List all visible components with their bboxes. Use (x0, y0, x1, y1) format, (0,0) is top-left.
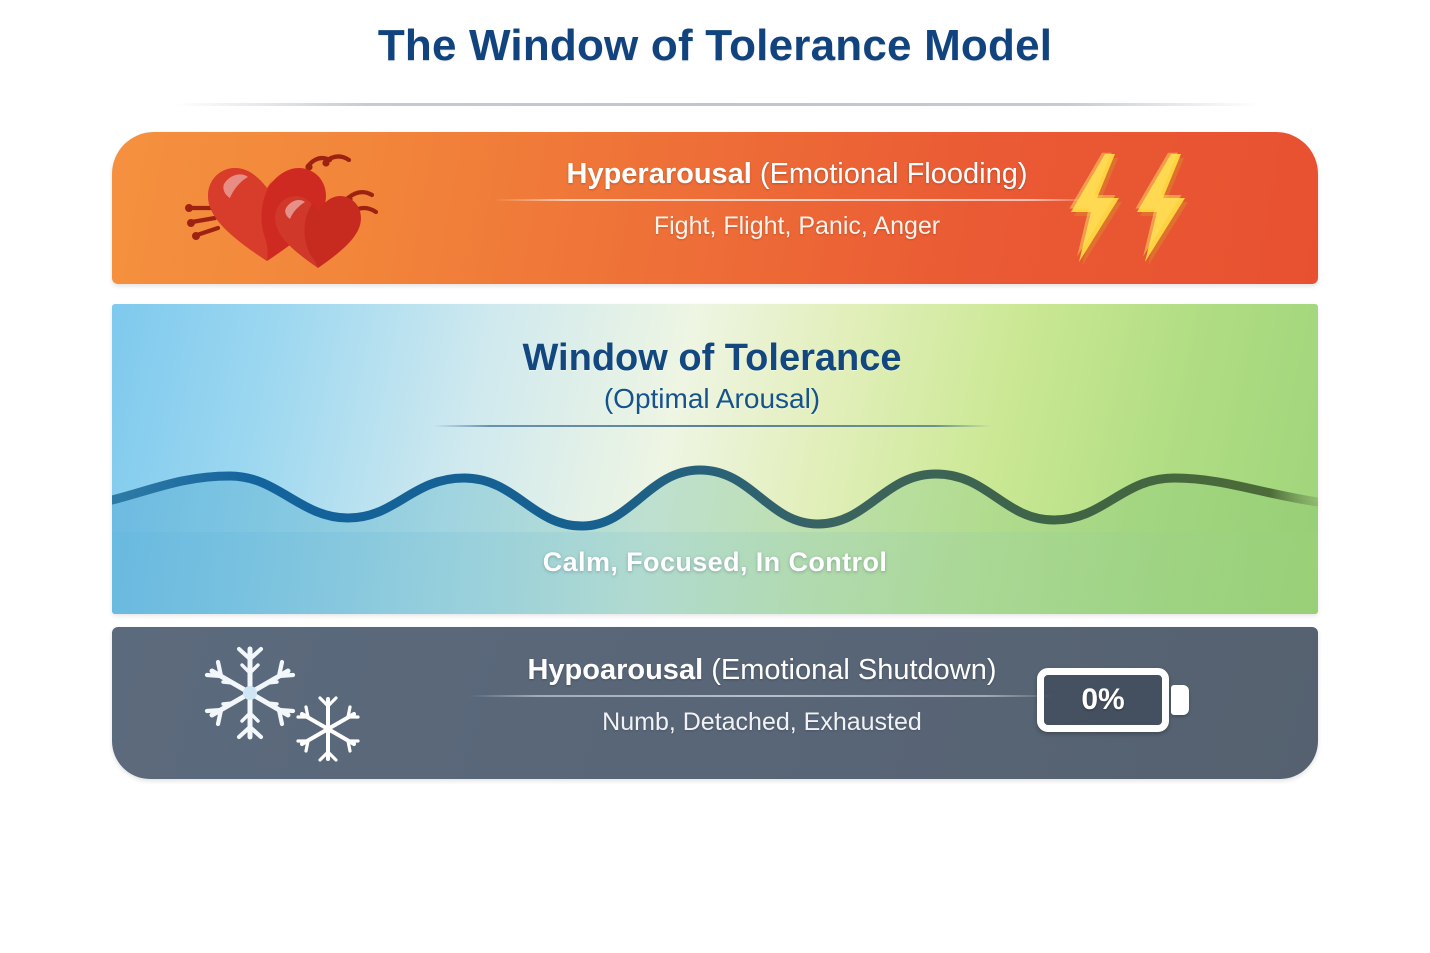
hyperarousal-text-block: Hyperarousal (Emotional Flooding) Fight,… (467, 158, 1127, 241)
hypoarousal-text-block: Hypoarousal (Emotional Shutdown) Numb, D… (442, 654, 1082, 737)
battery-body: 0% (1037, 668, 1169, 732)
lightning-bolts-icon (1069, 152, 1188, 266)
hyperarousal-heading-bold: Hyperarousal (566, 158, 752, 190)
battery-terminal-nub (1171, 685, 1189, 715)
page-title: The Window of Tolerance Model (377, 21, 1053, 70)
hyperarousal-heading: Hyperarousal (Emotional Flooding) (467, 158, 1127, 190)
hypoarousal-rule (467, 695, 1057, 697)
window-footer-text: Calm, Focused, In Control (542, 547, 888, 577)
hypoarousal-heading-bold: Hypoarousal (527, 654, 704, 686)
window-heading: Window of Tolerance (522, 337, 902, 379)
title-block: The Window of Tolerance Model (0, 21, 1430, 70)
hypoarousal-heading: Hypoarousal (Emotional Shutdown) (442, 654, 1082, 686)
band-hyperarousal: Hyperarousal (Emotional Flooding) Fight,… (112, 132, 1318, 284)
window-rule (433, 425, 991, 428)
battery-level-text: 0% (1081, 683, 1125, 716)
title-divider (175, 103, 1260, 106)
hyperarousal-heading-regular: (Emotional Flooding) (751, 158, 1028, 190)
hypoarousal-subtitle: Numb, Detached, Exhausted (602, 707, 922, 736)
window-text-block: Window of Tolerance (Optimal Arousal) (402, 337, 1022, 428)
battery-icon: 0% (1037, 668, 1197, 736)
band-window-of-tolerance: Window of Tolerance (Optimal Arousal) Ca… (112, 304, 1318, 614)
snowflakes-icon (204, 646, 360, 762)
band-hyperarousal-inner: Hyperarousal (Emotional Flooding) Fight,… (112, 132, 1318, 284)
hyperarousal-rule (493, 199, 1101, 201)
band-window-inner: Window of Tolerance (Optimal Arousal) Ca… (112, 304, 1318, 614)
band-hypoarousal-inner: Hypoarousal (Emotional Shutdown) Numb, D… (112, 627, 1318, 779)
band-hypoarousal: Hypoarousal (Emotional Shutdown) Numb, D… (112, 627, 1318, 779)
hypoarousal-heading-regular: (Emotional Shutdown) (703, 654, 997, 686)
arousal-wave-graphic (112, 465, 1318, 614)
hyperarousal-subtitle: Fight, Flight, Panic, Anger (653, 211, 941, 240)
beating-hearts-icon (185, 154, 379, 268)
window-subheading: (Optimal Arousal) (603, 383, 821, 415)
